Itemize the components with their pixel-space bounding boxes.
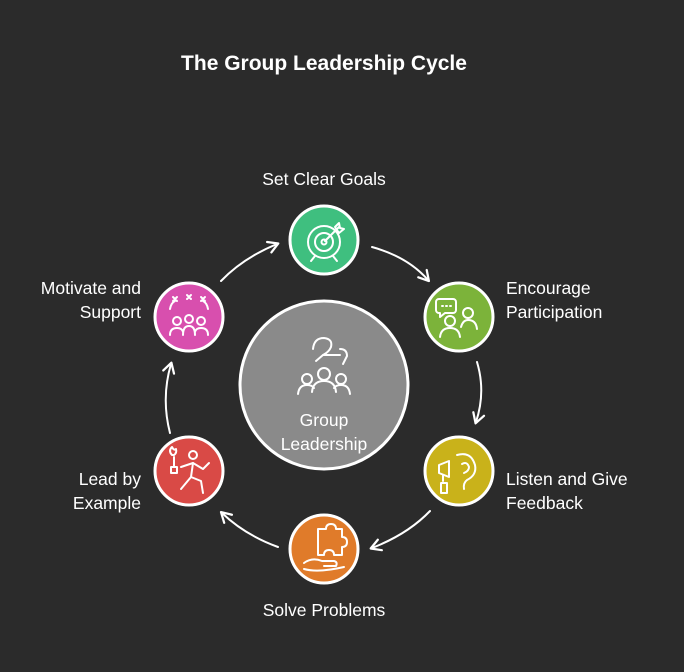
step-label-listen-feedback: Listen and Give Feedback — [506, 467, 656, 515]
step-label-solve-problems: Solve Problems — [244, 598, 404, 622]
step-label-line: Participation — [506, 302, 603, 322]
group-leader-icon — [297, 337, 351, 395]
arrow-feedback-to-problems — [369, 510, 431, 552]
arrow-problems-to-example — [219, 510, 279, 548]
step-node-2 — [423, 281, 495, 353]
step-circle — [153, 435, 225, 507]
center-label-line: Leadership — [280, 434, 368, 454]
arrow-example-to-motivate — [162, 361, 176, 434]
step-label-line: Solve Problems — [262, 600, 386, 620]
step-circle — [288, 513, 360, 585]
center-label-line: Group — [299, 410, 349, 430]
puzzle-hand-icon — [303, 523, 348, 572]
step-label-encourage-participation: Encourage Participation — [506, 276, 646, 324]
ear-megaphone-icon — [438, 453, 477, 494]
step-circle — [423, 435, 495, 507]
step-label-set-clear-goals: Set Clear Goals — [252, 167, 396, 191]
step-node-4 — [288, 513, 360, 585]
diagram-title: The Group Leadership Cycle — [181, 52, 467, 75]
team-celebration-icon — [169, 294, 209, 336]
step-label-line: Encourage — [506, 278, 591, 298]
arrow-participation-to-feedback — [472, 361, 486, 425]
center-label: Group Leadership — [240, 408, 408, 456]
step-node-5 — [153, 435, 225, 507]
step-label-line: Example — [72, 493, 141, 513]
step-label-motivate-support: Motivate and Support — [0, 276, 141, 324]
step-label-line: Lead by — [78, 469, 141, 489]
arrow-goals-to-participation — [371, 246, 431, 283]
step-node-3 — [423, 435, 495, 507]
step-label-line: Listen and Give — [506, 469, 628, 489]
step-node-6 — [153, 281, 225, 353]
step-label-line: Support — [79, 302, 141, 322]
step-label-lead-by-example: Lead by Example — [0, 467, 141, 515]
arrow-motivate-to-goals — [220, 240, 280, 282]
step-circle — [153, 281, 225, 353]
step-label-line: Feedback — [506, 493, 583, 513]
target-icon — [307, 222, 345, 262]
step-label-line: Motivate and — [40, 278, 141, 298]
step-label-line: Set Clear Goals — [262, 169, 386, 189]
torch-runner-icon — [169, 446, 210, 494]
chat-people-icon — [435, 298, 478, 338]
step-node-1 — [288, 204, 360, 276]
step-circle — [423, 281, 495, 353]
center-node — [238, 299, 410, 471]
